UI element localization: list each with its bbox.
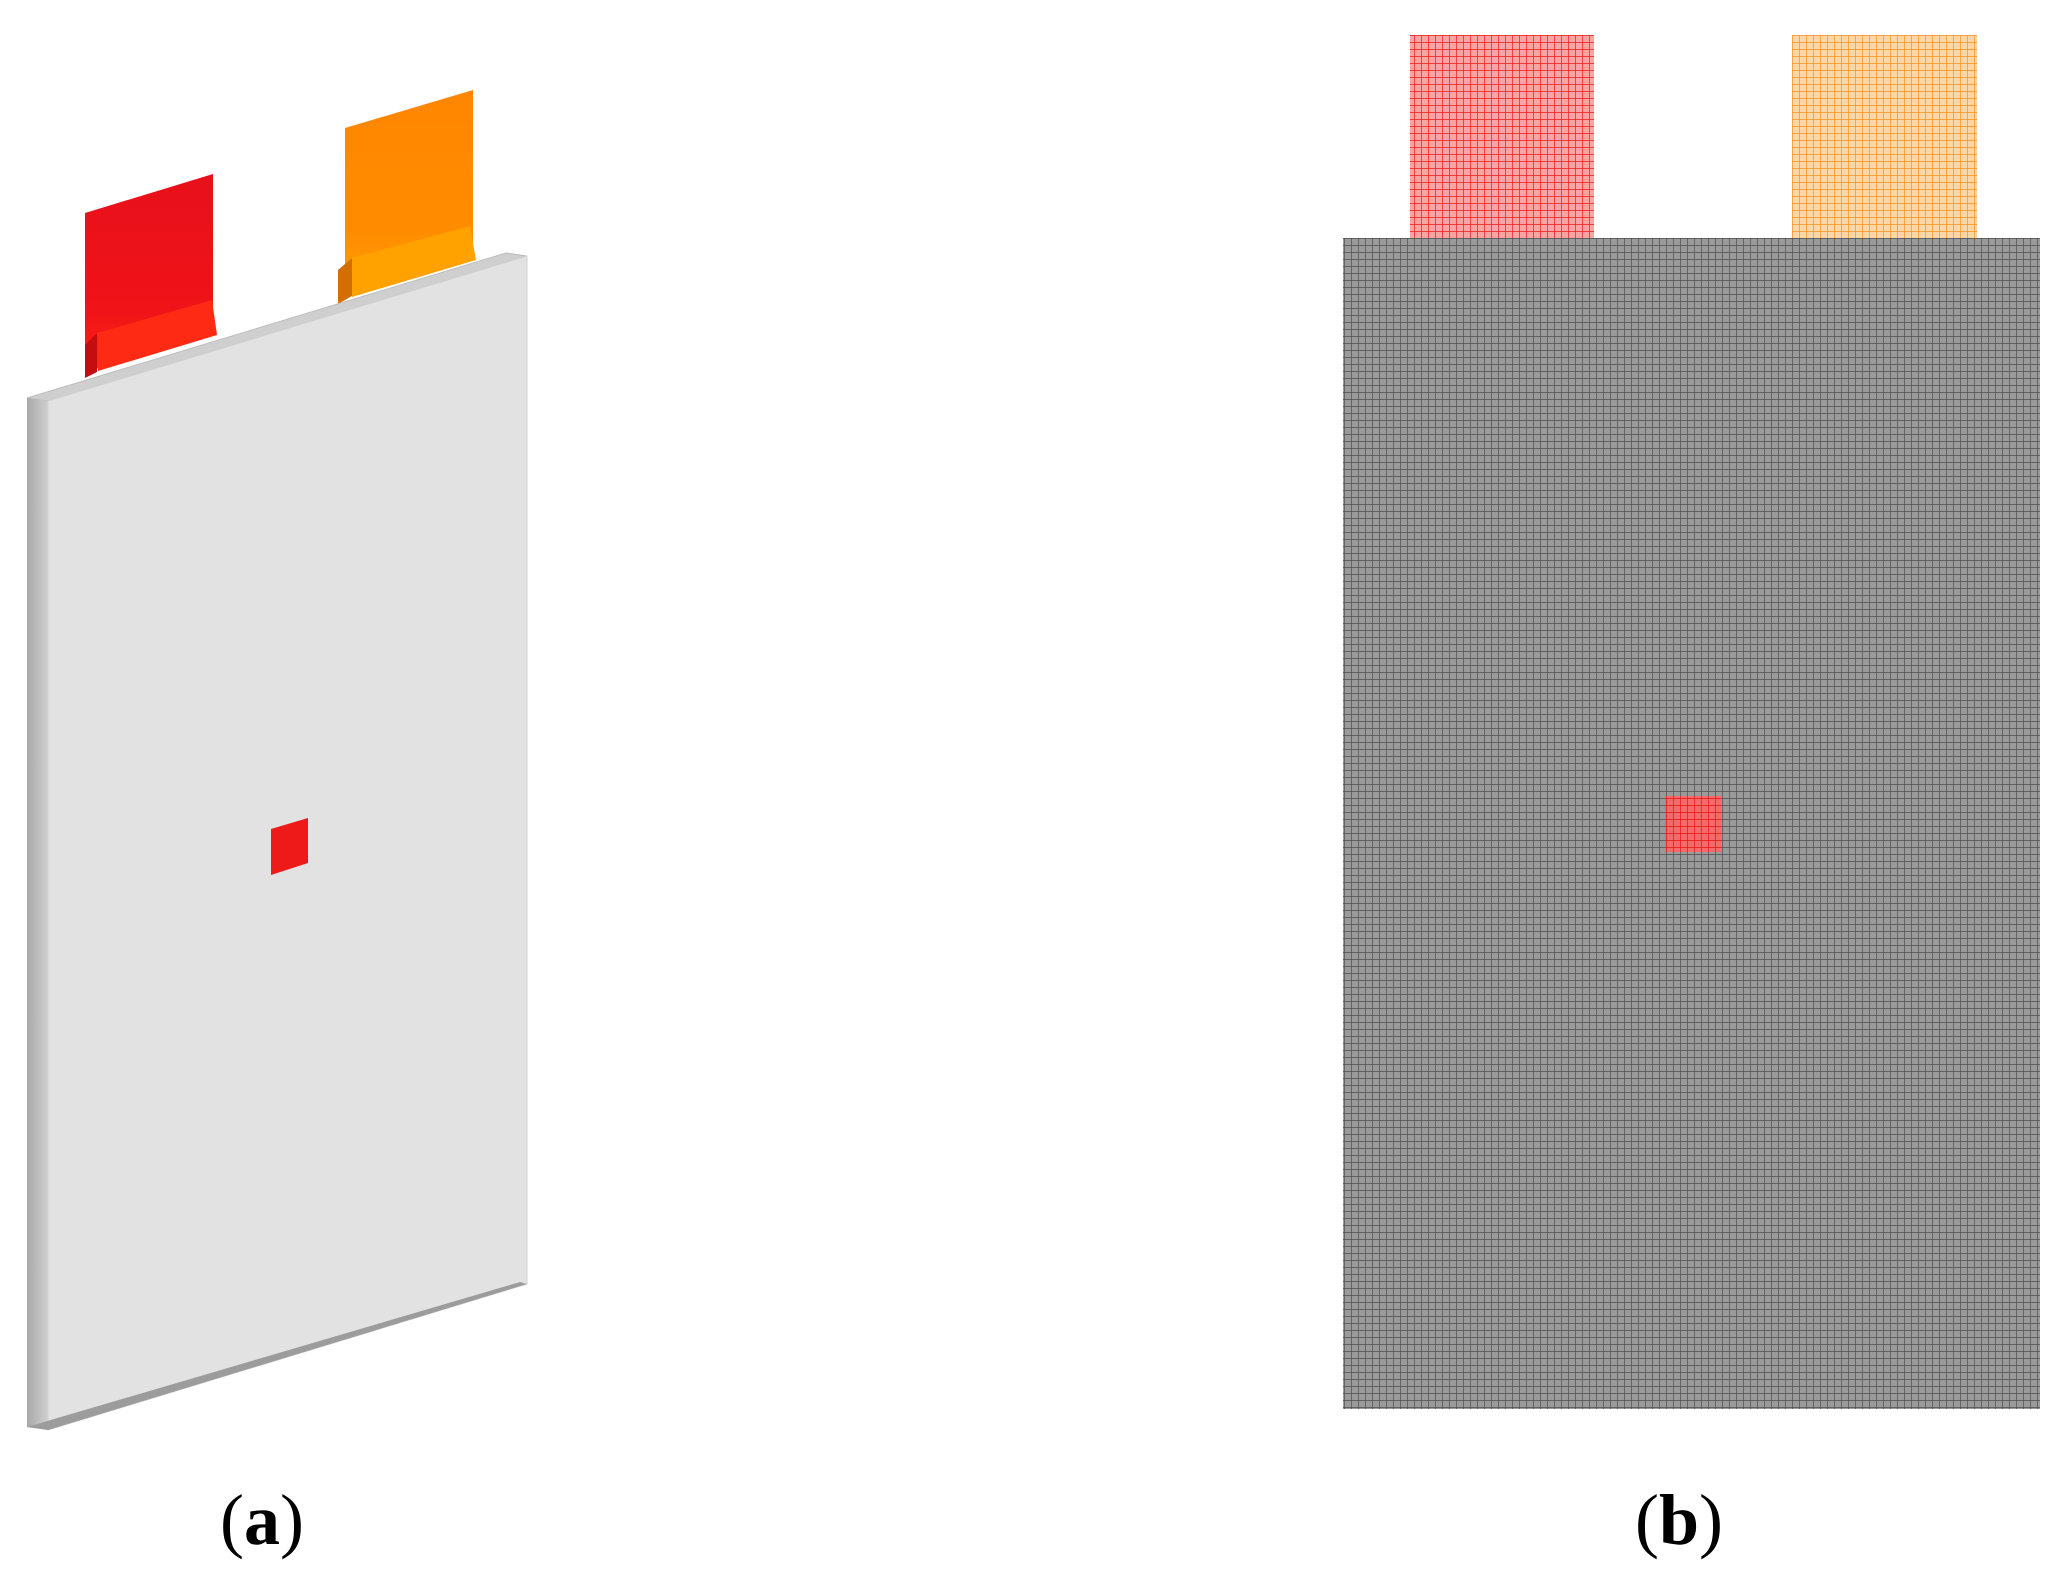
cell-left-edge <box>27 398 48 1430</box>
caption-a-open: ( <box>220 1480 244 1560</box>
hotspot-mesh <box>1665 796 1721 852</box>
panel-a-3d-cell <box>26 90 528 1431</box>
caption-b-letter: b <box>1658 1480 1700 1560</box>
negative-tab-mesh <box>1410 35 1594 240</box>
cell-bottom-edge <box>27 1282 527 1430</box>
positive-tab-mesh <box>1792 35 1977 240</box>
panel-a-caption: (a) <box>220 1475 304 1565</box>
caption-a-close: ) <box>279 1480 304 1560</box>
hotspot-3d <box>271 818 308 875</box>
caption-a-letter: a <box>243 1480 280 1560</box>
positive-tab-3d <box>338 90 476 304</box>
caption-b-open: ( <box>1635 1480 1659 1560</box>
caption-b-close: ) <box>1699 1480 1724 1560</box>
negative-tab-3d <box>85 174 217 378</box>
panel-b-caption: (b) <box>1635 1475 1723 1565</box>
panel-b-mesh <box>1343 35 2040 1409</box>
